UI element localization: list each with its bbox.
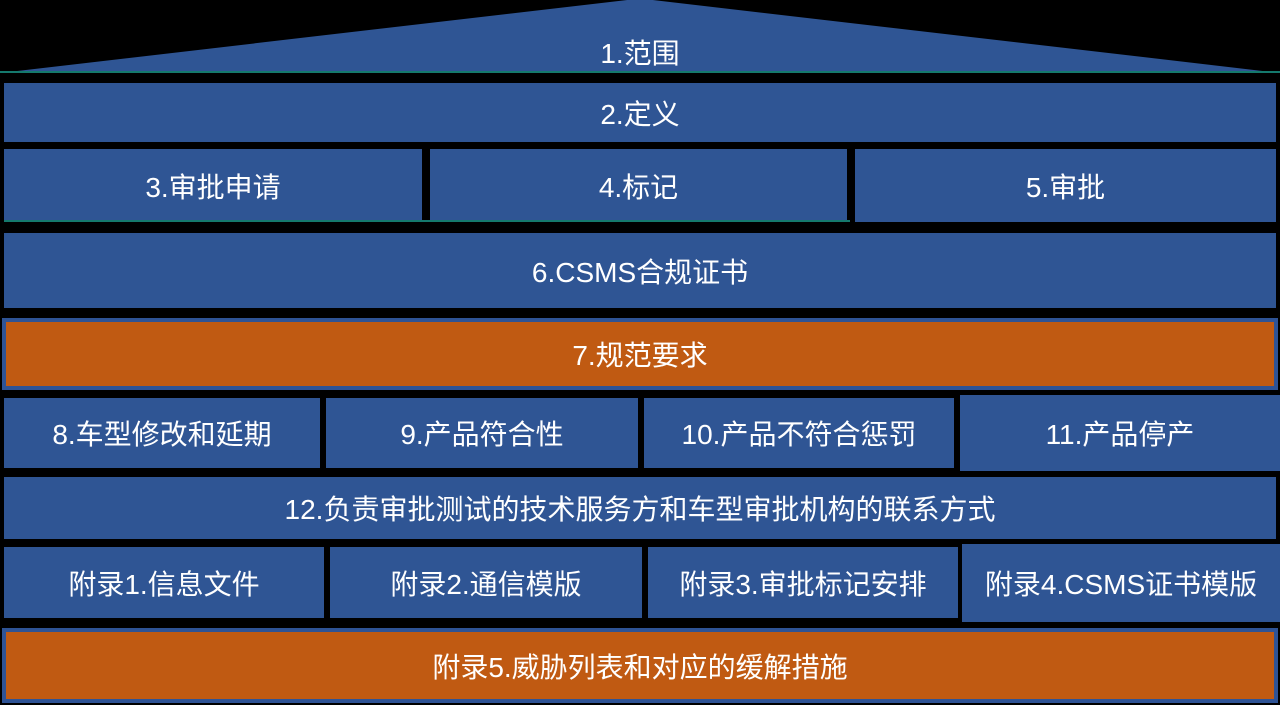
annex-1-information-document: 附录1.信息文件 [4,547,324,618]
section-8-vehicle-modification-extension: 8.车型修改和延期 [4,398,320,468]
section-2-definitions: 2.定义 [4,83,1276,142]
section-8-label: 8.车型修改和延期 [52,419,272,450]
annex-3-label: 附录3.审批标记安排 [679,568,927,600]
annex-5-threat-list-mitigations: 附录5.威胁列表和对应的缓解措施 [2,628,1278,703]
roof-base-line [0,71,1280,73]
annex-2-label: 附录2.通信模版 [390,568,582,600]
section-5-approval: 5.审批 [855,149,1276,222]
section-1-scope-label: 1.范围 [600,38,680,69]
section-10-nonconformity-penalty: 10.产品不符合惩罚 [644,398,954,468]
section-10-label: 10.产品不符合惩罚 [681,419,917,450]
section-7-specification-requirements: 7.规范要求 [2,318,1278,390]
section-5-label: 5.审批 [1025,171,1106,203]
annex-4-label: 附录4.CSMS证书模版 [984,569,1258,600]
section-12-label: 12.负责审批测试的技术服务方和车型审批机构的联系方式 [284,494,996,525]
section-7-label: 7.规范要求 [572,340,708,371]
section-9-label: 9.产品符合性 [400,419,564,450]
section-12-contact-information: 12.负责审批测试的技术服务方和车型审批机构的联系方式 [4,477,1276,539]
annex-4-csms-certificate-template: 附录4.CSMS证书模版 [962,544,1280,622]
section-11-production-discontinued: 11.产品停产 [960,395,1280,471]
roof-triangle-scope: 1.范围 [0,0,1280,73]
annex-5-label: 附录5.威胁列表和对应的缓解措施 [432,651,848,683]
section-6-csms-certificate: 6.CSMS合规证书 [4,233,1276,308]
section-4-marking: 4.标记 [430,149,847,222]
section-4-label: 4.标记 [598,171,679,203]
section-6-label: 6.CSMS合规证书 [531,256,749,288]
section-3-label: 3.审批申请 [145,171,281,203]
annex-1-label: 附录1.信息文件 [68,568,260,600]
annex-2-communication-template: 附录2.通信模版 [330,547,642,618]
section-2-definitions-label: 2.定义 [600,98,680,130]
annex-3-approval-mark-arrangement: 附录3.审批标记安排 [648,547,958,618]
section-11-label: 11.产品停产 [1045,419,1195,450]
section-3-approval-application: 3.审批申请 [4,149,422,222]
row-3-bottom-line [4,220,850,222]
section-9-product-conformity: 9.产品符合性 [326,398,638,468]
